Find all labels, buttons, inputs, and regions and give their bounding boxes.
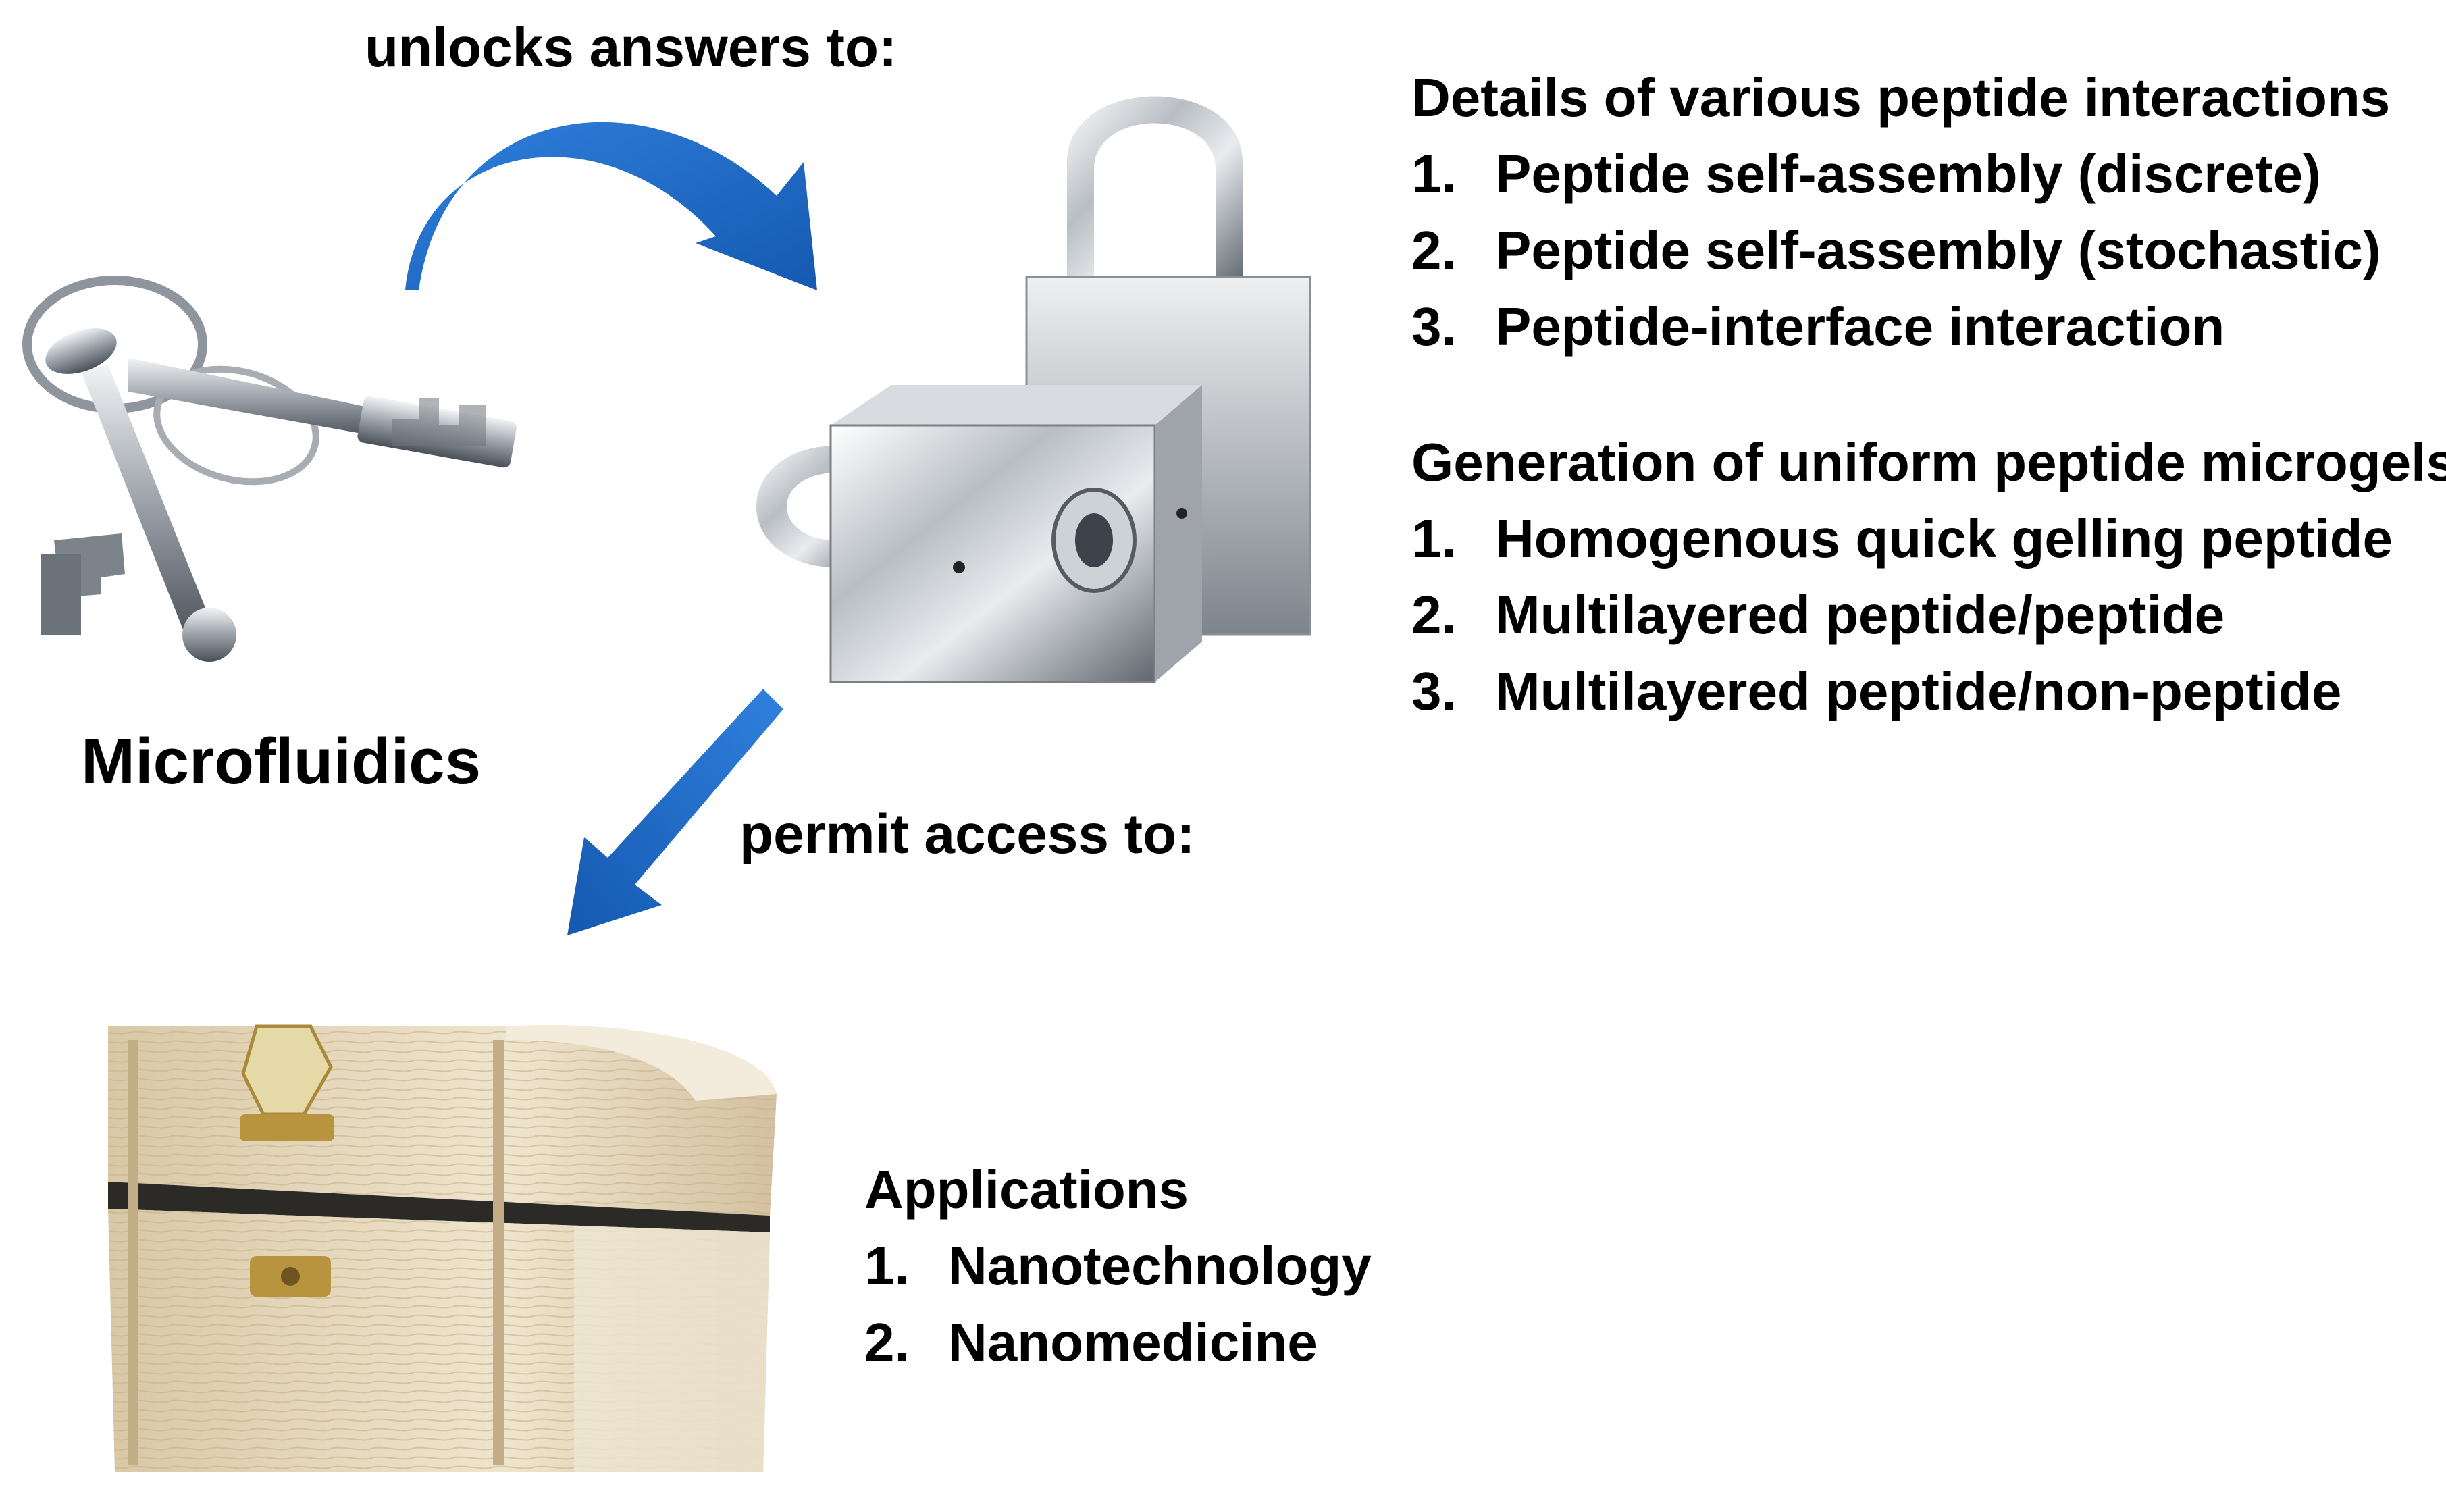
wooden-chest-icon	[108, 1024, 777, 1472]
list-item: 2.Nanomedicine	[864, 1312, 1318, 1372]
list-item: 1.Peptide self-assembly (discrete)	[1411, 144, 2321, 204]
straight-arrow-icon	[567, 689, 783, 935]
unlocks-label: unlocks answers to:	[365, 17, 897, 78]
list-item: 1.Nanotechnology	[864, 1236, 1372, 1296]
curved-arrow-icon	[405, 122, 817, 290]
list-item: 2.Multilayered peptide/peptide	[1411, 585, 2225, 645]
list-item: 2.Peptide self-assembly (stochastic)	[1411, 220, 2381, 280]
microfluidics-label: Microfluidics	[81, 725, 482, 798]
generation-section: Generation of uniform peptide microgels …	[1411, 436, 2446, 719]
applications-heading: Applications	[864, 1159, 1189, 1220]
keys-icon	[22, 276, 517, 662]
details-heading: Details of various peptide interactions	[1411, 68, 2391, 128]
list-item: 3.Peptide-interface interaction	[1411, 296, 2225, 357]
list-item: 1.Homogenous quick gelling peptide	[1411, 509, 2393, 569]
permit-label: permit access to:	[739, 804, 1195, 865]
list-item: 3.Multilayered peptide/non-peptide	[1411, 661, 2342, 721]
generation-heading: Generation of uniform peptide microgels	[1411, 432, 2446, 492]
details-section: Details of various peptide interactions …	[1411, 71, 2390, 354]
padlock-icon	[756, 96, 1311, 683]
applications-section: Applications 1.Nanotechnology 2.Nanomedi…	[864, 1163, 1372, 1370]
